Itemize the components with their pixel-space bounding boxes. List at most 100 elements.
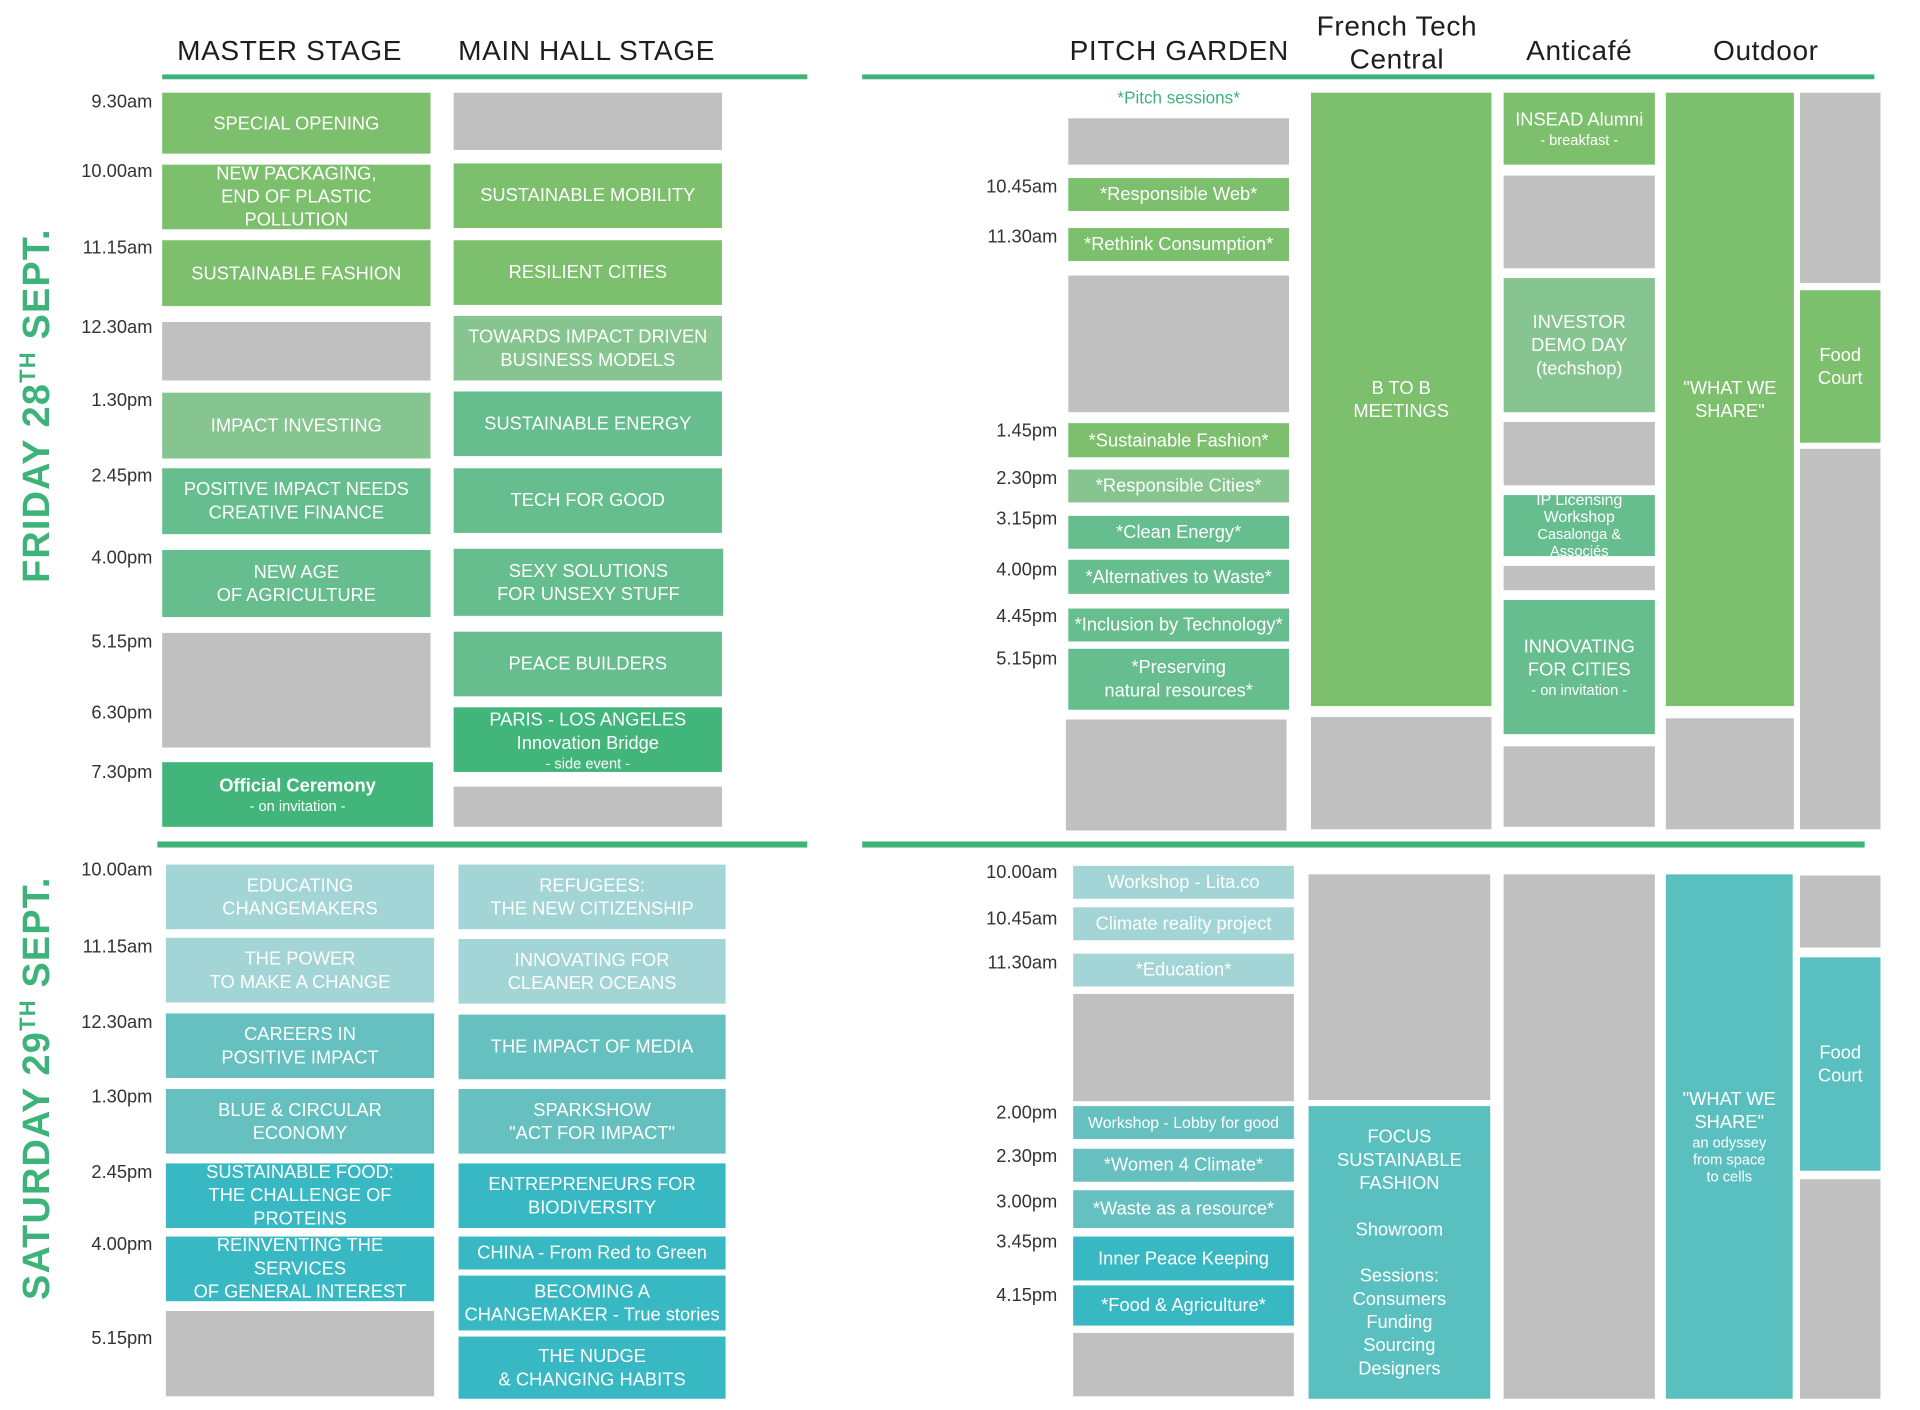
time-label: 4.00pm <box>91 1234 153 1255</box>
pitch-session[interactable]: *Clean Energy* <box>1068 515 1290 549</box>
session-block[interactable]: SPARKSHOW"ACT FOR IMPACT" <box>458 1089 726 1154</box>
header-main-hall-stage: MAIN HALL STAGE <box>458 34 716 66</box>
time-label: 11.30am <box>987 226 1058 248</box>
time-label: 4.00pm <box>91 547 153 569</box>
session-block[interactable]: IMPACT INVESTING <box>162 392 431 459</box>
pitch-session[interactable]: *Waste as a resource* <box>1073 1190 1294 1229</box>
pitch-session[interactable]: *Responsible Web* <box>1068 178 1290 211</box>
anticafe-session[interactable]: INSEAD Alumni- breakfast - <box>1503 92 1655 165</box>
time-label: 2.30pm <box>996 468 1058 490</box>
session-block[interactable]: THE NUDGE& CHANGING HABITS <box>458 1336 726 1399</box>
time-label: 5.15pm <box>996 648 1058 670</box>
pitch-session[interactable]: Workshop - Lobby for good <box>1073 1106 1294 1140</box>
pitch-session[interactable]: Workshop - Lita.co <box>1073 865 1294 899</box>
empty-slot <box>1503 565 1655 591</box>
empty-slot <box>1310 717 1492 830</box>
time-label: 4.00pm <box>996 559 1058 581</box>
session-block[interactable]: SUSTAINABLE FASHION <box>162 240 431 307</box>
pitch-session[interactable]: *Rethink Consumption* <box>1068 228 1290 261</box>
time-label: 11.15am <box>82 936 153 958</box>
session-block[interactable]: SUSTAINABLE MOBILITY <box>453 163 722 229</box>
empty-slot <box>1503 421 1655 486</box>
empty-slot <box>1799 1179 1881 1399</box>
pitch-session[interactable]: Inner Peace Keeping <box>1073 1236 1294 1281</box>
time-label: 6.30pm <box>91 702 153 724</box>
time-label: 10.00am <box>986 862 1058 883</box>
pitch-session[interactable]: Climate reality project <box>1073 907 1294 941</box>
time-label: 3.00pm <box>996 1191 1058 1213</box>
pitch-session[interactable]: *Alternatives to Waste* <box>1068 559 1290 594</box>
empty-slot <box>1503 746 1655 827</box>
day-rule-left <box>157 841 808 848</box>
time-label: 4.15pm <box>996 1285 1058 1307</box>
time-label: 12.30am <box>81 1012 153 1033</box>
pitch-session[interactable]: *Women 4 Climate* <box>1073 1148 1294 1182</box>
day-rule-right <box>862 841 1865 848</box>
session-block[interactable]: CHINA - From Red to Green <box>458 1236 726 1270</box>
empty-slot <box>1799 875 1881 948</box>
empty-slot <box>165 1310 435 1397</box>
time-label: 10.00am <box>81 160 153 182</box>
header-master-stage: MASTER STAGE <box>177 34 403 66</box>
time-label: 10.00am <box>81 859 153 881</box>
pitch-session[interactable]: *Inclusion by Technology* <box>1068 608 1290 642</box>
empty-slot <box>1308 874 1491 1100</box>
time-label: 4.45pm <box>996 606 1058 627</box>
day-label-saturday: SATURDAY 29TH SEPT. <box>14 876 58 1300</box>
session-block[interactable]: SUSTAINABLE FOOD:THE CHALLENGE OF PROTEI… <box>165 1162 435 1229</box>
pitch-session[interactable]: *Responsible Cities* <box>1068 469 1290 503</box>
time-label: 10.45am <box>986 176 1058 198</box>
header-rule-left <box>162 74 808 80</box>
day-label-friday: FRIDAY 28TH SEPT. <box>14 228 58 583</box>
session-block[interactable]: PEACE BUILDERS <box>453 631 722 697</box>
pitch-session[interactable]: *Education* <box>1073 953 1294 987</box>
time-label: 11.30am <box>987 952 1058 974</box>
session-block[interactable]: NEW PACKAGING,END OF PLASTIC POLLUTION <box>162 163 431 230</box>
session-block[interactable]: REFUGEES:THE NEW CITIZENSHIP <box>458 864 726 930</box>
empty-slot <box>1068 118 1290 165</box>
session-block[interactable]: TECH FOR GOOD <box>453 468 722 533</box>
session-block[interactable]: Official Ceremony- on invitation - <box>162 762 433 827</box>
session-block[interactable]: THE IMPACT OF MEDIA <box>458 1014 726 1080</box>
empty-slot <box>1065 719 1287 831</box>
empty-slot <box>1503 874 1655 1399</box>
header-french-tech-central: French Tech Central <box>1302 10 1491 76</box>
header-french-tech-line2: Central <box>1349 42 1445 75</box>
focus-sustainable-fashion-block[interactable]: FOCUS SUSTAINABLE FASHION Showroom Sessi… <box>1308 1106 1491 1399</box>
empty-slot <box>162 321 431 381</box>
header-outdoor: Outdoor <box>1713 34 1819 66</box>
time-label: 12.30am <box>81 317 153 338</box>
time-label: 2.00pm <box>996 1102 1058 1124</box>
session-block[interactable]: RESILIENT CITIES <box>453 240 722 305</box>
session-block[interactable]: SUSTAINABLE ENERGY <box>453 391 722 457</box>
header-pitch-garden: PITCH GARDEN <box>1069 34 1289 66</box>
outdoor-what-we-share[interactable]: "WHAT WE SHARE" an odyssey from space to… <box>1665 874 1793 1399</box>
pitch-session[interactable]: *Food & Agriculture* <box>1073 1285 1294 1326</box>
time-label: 9.30am <box>91 91 153 113</box>
header-anticafe: Anticafé <box>1526 34 1633 66</box>
session-block[interactable]: SPECIAL OPENING <box>162 92 431 154</box>
pitch-session[interactable]: *Sustainable Fashion* <box>1068 423 1290 458</box>
